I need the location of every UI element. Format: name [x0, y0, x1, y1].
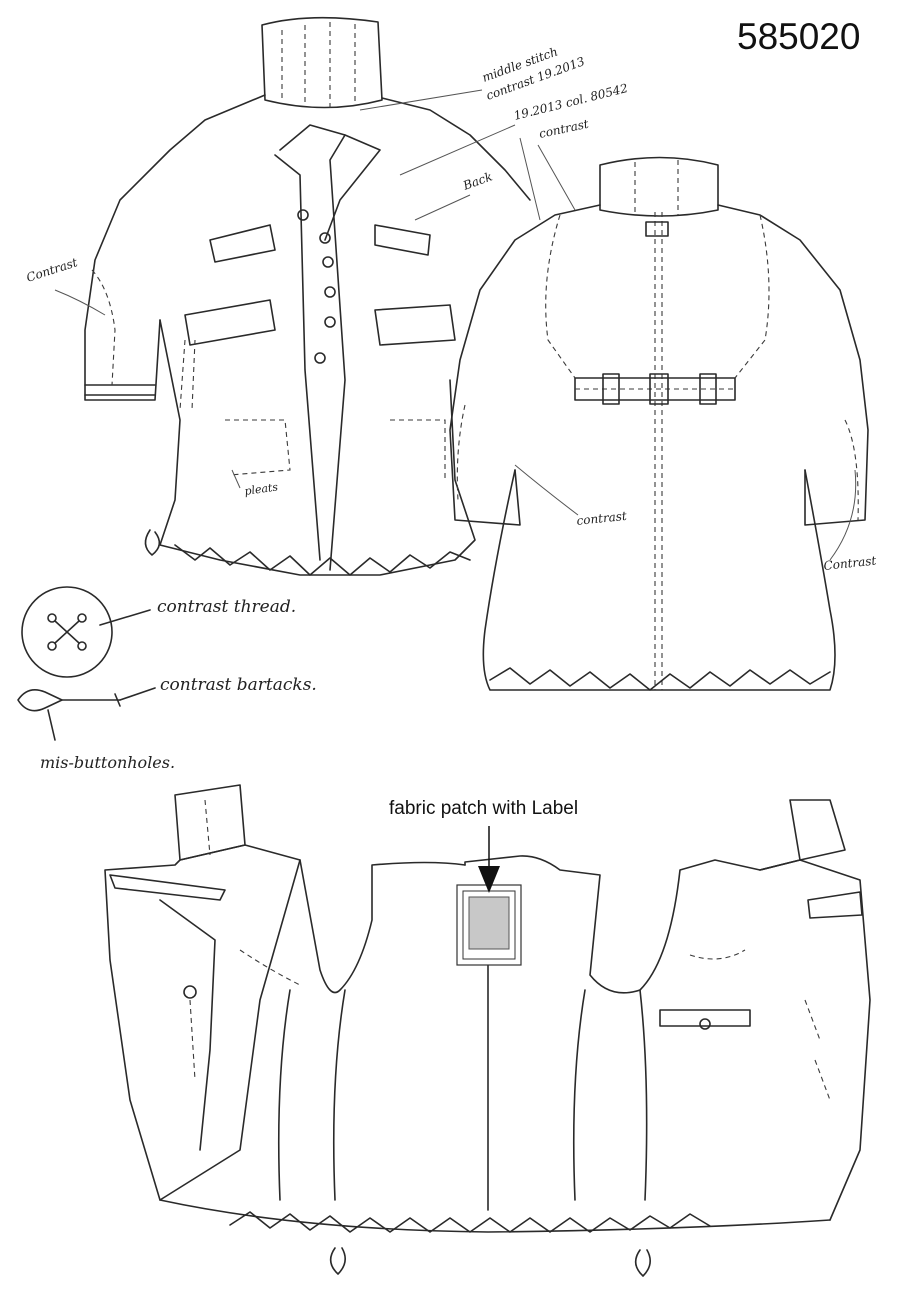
note-pleats: pleats: [244, 480, 280, 498]
patch-callout-label: fabric patch with Label: [389, 798, 579, 819]
callout-arrow-icon: [478, 866, 500, 893]
note-mis-buttonholes: mis-buttonholes.: [40, 753, 175, 772]
note-contrast-thread: contrast thread.: [157, 597, 296, 617]
buttonhole-detail: [17, 687, 156, 741]
button-detail: [21, 586, 151, 678]
front-jacket-sketch: [84, 16, 531, 576]
note-contrast-right-sleeve: Contrast: [823, 554, 877, 573]
style-number: 585020: [737, 16, 861, 57]
note-back: Back: [460, 169, 494, 193]
fabric-label-patch: [468, 896, 510, 950]
note-contrast-bartacks: contrast bartacks.: [160, 675, 317, 695]
note-contrast-top: contrast: [538, 117, 590, 141]
note-contrast-back: contrast: [576, 509, 628, 528]
back-jacket-sketch: [449, 156, 869, 691]
inside-view-sketch: [104, 784, 871, 1277]
note-contrast-left-sleeve: Contrast: [25, 255, 80, 285]
